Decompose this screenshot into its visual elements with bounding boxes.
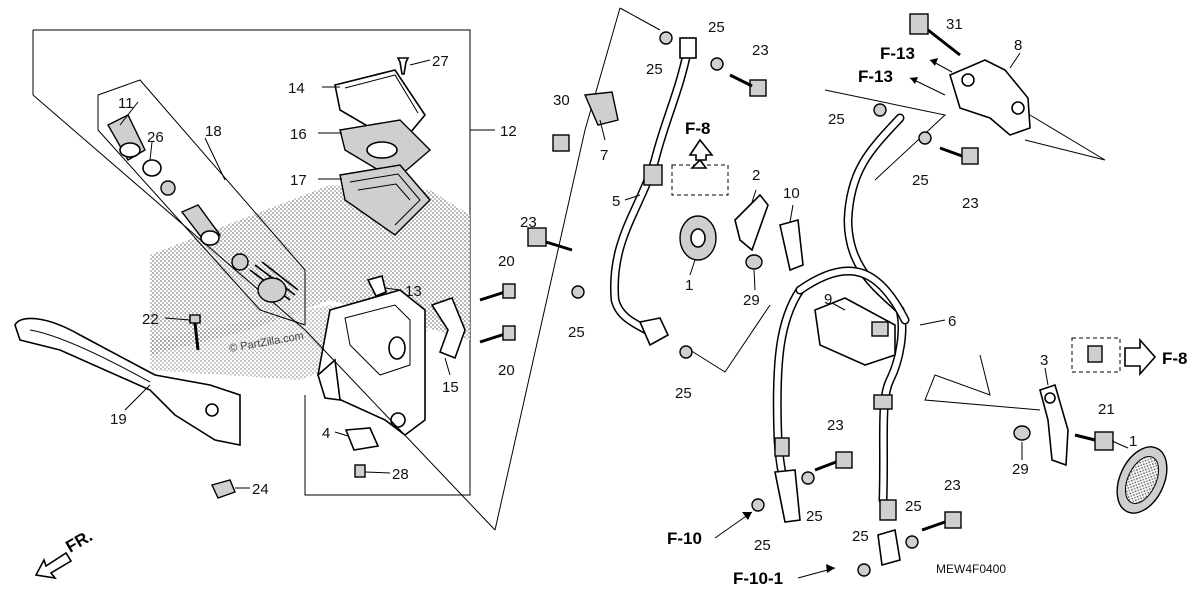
callout-1b: 1 <box>1129 433 1137 450</box>
callout-25f: 25 <box>912 172 929 189</box>
bolt-23b <box>527 227 573 252</box>
callout-28: 28 <box>392 466 409 483</box>
master-cylinder-body <box>317 289 426 436</box>
callout-2: 2 <box>752 167 760 184</box>
callout-24: 24 <box>252 481 269 498</box>
callout-12: 12 <box>500 123 517 140</box>
bolt-23a <box>729 73 767 97</box>
diagram-code: MEW4F0400 <box>936 562 1006 576</box>
grommet-1b <box>1116 446 1168 514</box>
bolt-30 <box>552 134 570 152</box>
callout-25d: 25 <box>675 385 692 402</box>
callout-5: 5 <box>612 193 620 210</box>
bolt-20b <box>479 325 516 344</box>
callout-4: 4 <box>322 425 330 442</box>
callout-20a: 20 <box>498 253 515 270</box>
callout-25j: 25 <box>852 528 869 545</box>
callout-19: 19 <box>110 411 127 428</box>
callout-20b: 20 <box>498 362 515 379</box>
piston-kit <box>107 114 299 303</box>
screw-28 <box>354 464 366 478</box>
callout-29b: 29 <box>1012 461 1029 478</box>
brake-lever <box>14 317 241 446</box>
nut-29a <box>745 254 763 270</box>
callout-25g: 25 <box>806 508 823 525</box>
clip-13 <box>366 275 387 298</box>
bolt-21 <box>1074 431 1114 451</box>
leader-lines <box>119 52 1129 489</box>
screw-27 <box>396 57 410 75</box>
callout-13: 13 <box>405 283 422 300</box>
front-direction-arrow: FR. <box>34 526 96 580</box>
master-cylinder-frame <box>32 29 495 496</box>
ref-f10: F-10 <box>667 529 702 548</box>
ref-f8-top: F-8 <box>685 119 711 138</box>
callout-23b: 23 <box>520 214 537 231</box>
callout-labels: 11 26 18 14 16 17 27 12 13 15 20 20 4 28… <box>110 16 1137 554</box>
callout-17: 17 <box>290 172 307 189</box>
callout-25c: 25 <box>568 324 585 341</box>
bolt-31 <box>909 13 961 57</box>
f8-ref-box-top <box>671 138 729 196</box>
bracket-3 <box>1039 383 1069 467</box>
callout-14: 14 <box>288 80 305 97</box>
callout-1a: 1 <box>685 277 693 294</box>
callout-16: 16 <box>290 126 307 143</box>
callout-11: 11 <box>118 95 134 112</box>
grommet-1 <box>679 215 717 261</box>
callout-6: 6 <box>948 313 956 330</box>
bolt-23d <box>814 451 853 472</box>
f8-ref-box-right <box>1071 337 1157 377</box>
callout-29a: 29 <box>743 292 760 309</box>
callout-25a: 25 <box>646 61 663 78</box>
callout-25i: 25 <box>905 498 922 515</box>
bracket-10 <box>779 218 804 272</box>
callout-15: 15 <box>442 379 459 396</box>
callout-23a: 23 <box>752 42 769 59</box>
callout-27: 27 <box>432 53 449 70</box>
ref-f8-right: F-8 <box>1162 349 1188 368</box>
bolt-23e <box>921 511 962 532</box>
callout-7: 7 <box>600 147 608 164</box>
ref-arrows <box>714 58 953 579</box>
bolt-20a <box>479 283 516 302</box>
hose-clamp-7 <box>583 91 619 126</box>
reference-labels: F-8 F-8 F-13 F-13 F-10 F-10-1 <box>667 44 1188 588</box>
hose-fittings-lower <box>774 394 901 567</box>
ref-f13-b: F-13 <box>858 67 893 86</box>
callout-22: 22 <box>142 311 159 328</box>
bolt-23c <box>939 146 979 165</box>
callout-21: 21 <box>1098 401 1115 418</box>
diaphragm <box>339 164 431 236</box>
callout-25e: 25 <box>828 111 845 128</box>
callout-8: 8 <box>1014 37 1022 54</box>
callout-3: 3 <box>1040 352 1048 369</box>
nut-24 <box>211 479 236 499</box>
caliper-mount-8 <box>949 59 1106 161</box>
callout-23d: 23 <box>827 417 844 434</box>
brake-hose-joint <box>814 297 896 366</box>
callout-30: 30 <box>553 92 570 109</box>
pivot-bolt-22 <box>189 314 201 351</box>
svg-text:FR.: FR. <box>63 526 96 556</box>
holder-clamp <box>430 296 466 360</box>
diaphragm-plate <box>339 119 432 181</box>
callout-25h: 25 <box>754 537 771 554</box>
callout-9: 9 <box>824 291 832 308</box>
bracket-2 <box>734 193 769 252</box>
callout-26: 26 <box>147 129 164 146</box>
callout-31: 31 <box>946 16 963 33</box>
callout-23c: 23 <box>962 195 979 212</box>
callout-10: 10 <box>783 185 800 202</box>
switch-4 <box>344 427 380 451</box>
callout-18: 18 <box>205 123 222 140</box>
callout-25b: 25 <box>708 19 725 36</box>
ref-f13-a: F-13 <box>880 44 915 63</box>
nut-29b <box>1013 425 1031 441</box>
upper-brake-hose <box>609 37 697 347</box>
callout-23e: 23 <box>944 477 961 494</box>
washers-25 <box>571 31 932 577</box>
ref-f10-1: F-10-1 <box>733 569 783 588</box>
